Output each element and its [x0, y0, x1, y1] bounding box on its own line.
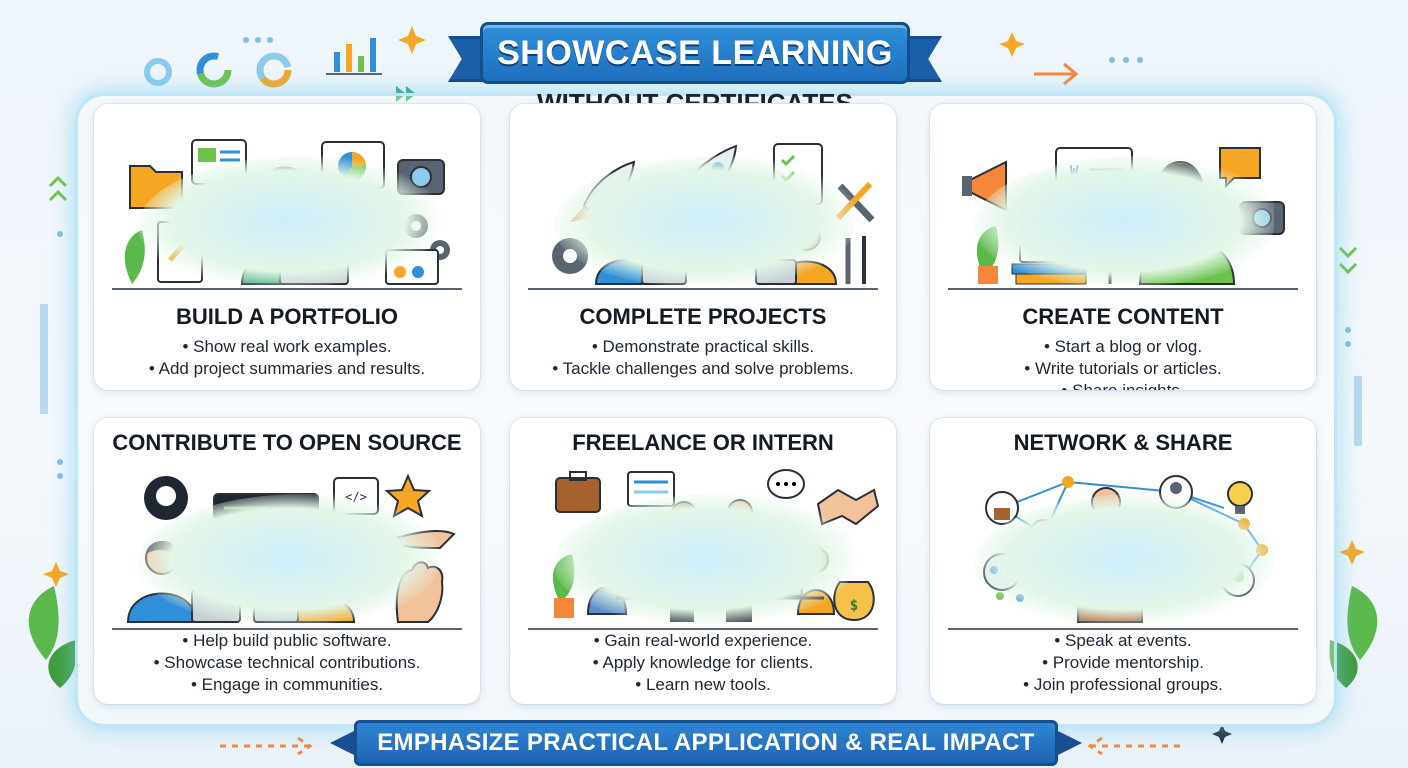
bullet-item: Showcase technical contributions. — [94, 652, 480, 674]
dots-pattern — [57, 37, 1351, 479]
chevron-up-icon — [48, 175, 1358, 275]
bullet-item: Share insights. — [930, 380, 1316, 390]
donut-chart-icon — [144, 52, 292, 88]
arrow-icon — [220, 62, 1180, 756]
card-bullets: Demonstrate practical skills. Tackle cha… — [510, 336, 896, 380]
bullet-item: Gain real-world experience. — [510, 630, 896, 652]
money-label: $ — [850, 598, 858, 614]
briefcase-icon — [555, 471, 601, 513]
bullet-item: Apply knowledge for clients. — [510, 652, 896, 674]
github-icon — [144, 476, 188, 520]
network-illustration — [944, 464, 1302, 624]
tools-icon — [845, 236, 866, 284]
bullet-item: Write tutorials or articles. — [930, 358, 1316, 380]
money-bag-icon: $ — [833, 581, 875, 622]
footer-bar: EMPHASIZE PRACTICAL APPLICATION & REAL I… — [354, 720, 1058, 766]
card-bullets: Gain real-world experience. Apply knowle… — [510, 630, 896, 696]
bullet-item: Show real work examples. — [94, 336, 480, 358]
freelance-illustration: $ — [524, 464, 882, 624]
title-banner: SHOWCASE LEARNING — [448, 14, 942, 104]
card-complete-projects: COMPLETE PROJECTS Demonstrate practical … — [510, 104, 896, 390]
card-bullets: Help build public software. Showcase tec… — [94, 630, 480, 696]
banner-ribbon: SHOWCASE LEARNING — [480, 22, 910, 84]
leaf-plant-icon — [28, 586, 1378, 688]
bullet-item: Add project summaries and results. — [94, 358, 480, 380]
card-open-source: CONTRIBUTE TO OPEN SOURCE </> Help build… — [94, 418, 480, 704]
card-freelance-intern: FREELANCE OR INTERN $ Gain real-world ex… — [510, 418, 896, 704]
bullet-item: Tackle challenges and solve problems. — [510, 358, 896, 380]
bullet-item: Help build public software. — [94, 630, 480, 652]
card-title: CREATE CONTENT — [1022, 304, 1224, 329]
bullet-item: Speak at events. — [930, 630, 1316, 652]
bullet-item: Learn new tools. — [510, 674, 896, 696]
open-source-illustration: </> — [108, 464, 466, 624]
chat-bubble-icon — [767, 469, 805, 499]
podium-user-icon — [985, 491, 1019, 525]
card-title: COMPLETE PROJECTS — [579, 304, 827, 329]
page-title: SHOWCASE LEARNING — [497, 33, 893, 72]
card-title: FREELANCE OR INTERN — [572, 430, 834, 455]
bullet-item: Provide mentorship. — [930, 652, 1316, 674]
card-create-content: W CREATE CONTENT Start a blog or vlog. W… — [930, 104, 1316, 390]
card-title: BUILD A PORTFOLIO — [175, 304, 399, 329]
bullet-item: Engage in communities. — [94, 674, 480, 696]
bar-chart-icon — [326, 38, 382, 75]
bullet-item: Demonstrate practical skills. — [510, 336, 896, 358]
content-illustration: W — [944, 126, 1302, 286]
plant-icon — [124, 230, 145, 284]
bullet-item: Start a blog or vlog. — [930, 336, 1316, 358]
bullet-item: Join professional groups. — [930, 674, 1316, 696]
sparkle-icon — [43, 26, 1365, 744]
projects-illustration — [524, 126, 882, 286]
footer-text: EMPHASIZE PRACTICAL APPLICATION & REAL I… — [377, 729, 1035, 756]
footer-banner: EMPHASIZE PRACTICAL APPLICATION & REAL I… — [330, 720, 1082, 766]
card-title: CONTRIBUTE TO OPEN SOURCE — [112, 430, 462, 455]
card-network-share: NETWORK & SHARE Speak at events. Provide… — [930, 418, 1316, 704]
card-bullets: Speak at events. Provide mentorship. Joi… — [930, 630, 1316, 696]
card-bullets: Start a blog or vlog. Write tutorials or… — [930, 336, 1316, 390]
portfolio-illustration: </> — [108, 126, 466, 286]
card-title: NETWORK & SHARE — [1013, 430, 1233, 455]
card-bullets: Show real work examples. Add project sum… — [94, 336, 480, 380]
vertical-bars — [40, 304, 1362, 446]
card-build-portfolio: </> BUILD A PORTFOLIO Show real work exa… — [94, 104, 480, 390]
fast-forward-icon — [396, 86, 416, 102]
